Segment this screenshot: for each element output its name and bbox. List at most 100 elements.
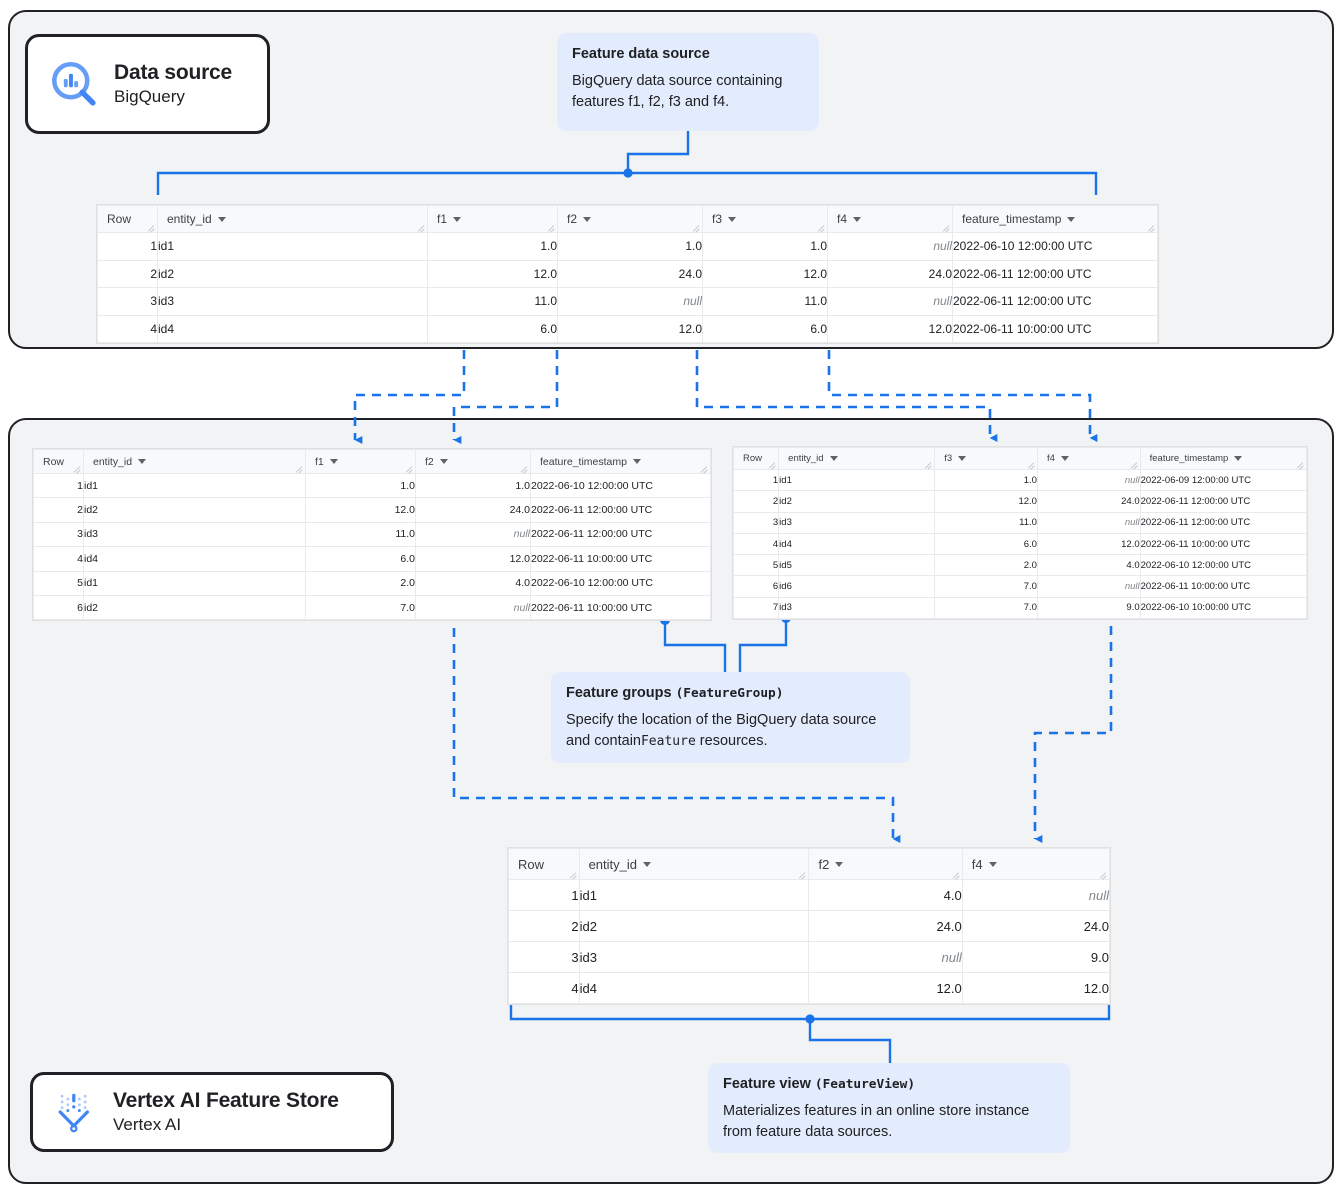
column-header-row[interactable]: Row: [97, 205, 158, 233]
chevron-down-icon[interactable]: [1234, 456, 1243, 461]
column-resize-handle-icon[interactable]: [923, 459, 932, 470]
column-resize-handle-icon[interactable]: [568, 869, 577, 880]
column-header-f2[interactable]: f2: [808, 848, 963, 880]
chevron-down-icon[interactable]: [988, 861, 997, 867]
column-header-row[interactable]: Row: [732, 447, 780, 470]
column-header-label: Row: [107, 212, 132, 226]
column-header-f3[interactable]: f3: [934, 447, 1038, 470]
column-header-f3[interactable]: f3: [702, 205, 828, 233]
feature-view-callout-title: Feature view (FeatureView): [723, 1075, 1055, 1094]
column-resize-handle-icon[interactable]: [294, 463, 303, 474]
column-resize-handle-icon[interactable]: [1295, 459, 1304, 470]
column-resize-handle-icon[interactable]: [1129, 459, 1138, 470]
column-header-feature_timestamp[interactable]: feature_timestamp: [530, 449, 711, 474]
chevron-down-icon[interactable]: [453, 216, 462, 222]
column-header-label: entity_id: [167, 212, 212, 226]
column-resize-handle-icon[interactable]: [1098, 869, 1107, 880]
chevron-down-icon[interactable]: [728, 216, 737, 222]
column-resize-handle-icon[interactable]: [691, 222, 700, 233]
chevron-down-icon[interactable]: [835, 861, 844, 867]
column-header-label: f4: [971, 856, 983, 872]
cell-f4: 12.0: [1036, 532, 1141, 556]
column-header-entity_id[interactable]: entity_id: [578, 848, 810, 880]
chevron-down-icon[interactable]: [583, 216, 592, 222]
column-header-f4[interactable]: f4: [827, 205, 953, 233]
feature-groups-callout-title: Feature groups (FeatureGroup): [566, 684, 895, 703]
column-resize-handle-icon[interactable]: [519, 463, 528, 474]
chevron-down-icon[interactable]: [829, 456, 838, 461]
column-resize-handle-icon[interactable]: [951, 869, 960, 880]
chevron-down-icon[interactable]: [632, 459, 641, 464]
column-resize-handle-icon[interactable]: [72, 463, 81, 474]
column-header-row[interactable]: Row: [508, 848, 580, 880]
null-value: null: [513, 601, 530, 614]
column-resize-handle-icon[interactable]: [816, 222, 825, 233]
cell-f2: 12.0: [557, 314, 703, 343]
chevron-down-icon[interactable]: [958, 456, 967, 461]
column-resize-handle-icon[interactable]: [416, 222, 425, 233]
column-resize-handle-icon[interactable]: [699, 463, 708, 474]
cell-f4: null: [827, 232, 953, 261]
chevron-down-icon[interactable]: [643, 861, 651, 867]
column-header-row[interactable]: Row: [33, 449, 84, 474]
column-header-f1[interactable]: f1: [305, 449, 416, 474]
column-header-entity_id[interactable]: entity_id: [83, 449, 306, 474]
column-header-entity_id[interactable]: entity_id: [778, 447, 936, 470]
column-resize-handle-icon[interactable]: [797, 869, 807, 880]
chevron-down-icon[interactable]: [138, 459, 147, 464]
column-resize-handle-icon[interactable]: [1146, 222, 1155, 233]
column-header-feature_timestamp[interactable]: feature_timestamp: [952, 205, 1158, 233]
cell-f1: 11.0: [427, 287, 558, 316]
feature-groups-body-part2: resources.: [695, 732, 768, 749]
chevron-down-icon[interactable]: [1067, 216, 1076, 222]
cell-entity_id: id3: [778, 596, 936, 620]
cell-entity_id: id2: [83, 497, 306, 523]
chevron-down-icon[interactable]: [1060, 456, 1069, 461]
cell-f1: 12.0: [305, 497, 416, 523]
column-resize-handle-icon[interactable]: [546, 222, 555, 233]
column-resize-handle-icon[interactable]: [941, 222, 950, 233]
column-header-f4[interactable]: f4: [961, 848, 1111, 880]
column-resize-handle-icon[interactable]: [1026, 459, 1035, 470]
chevron-down-icon[interactable]: [439, 459, 448, 464]
column-header-feature_timestamp[interactable]: feature_timestamp: [1139, 447, 1308, 470]
column-header-f2[interactable]: f2: [415, 449, 531, 474]
column-header-f4[interactable]: f4: [1036, 447, 1141, 470]
column-header-label: entity_id: [93, 455, 133, 468]
column-resize-handle-icon[interactable]: [767, 459, 776, 470]
chevron-down-icon[interactable]: [217, 216, 226, 222]
column-resize-handle-icon[interactable]: [404, 463, 413, 474]
chevron-down-icon[interactable]: [853, 216, 862, 222]
column-header-entity_id[interactable]: entity_id: [157, 205, 428, 233]
chevron-down-icon[interactable]: [329, 459, 338, 464]
column-resize-handle-icon[interactable]: [146, 222, 155, 233]
column-header-f1[interactable]: f1: [427, 205, 558, 233]
column-header-f2[interactable]: f2: [557, 205, 703, 233]
column-header-label: f2: [818, 856, 830, 872]
